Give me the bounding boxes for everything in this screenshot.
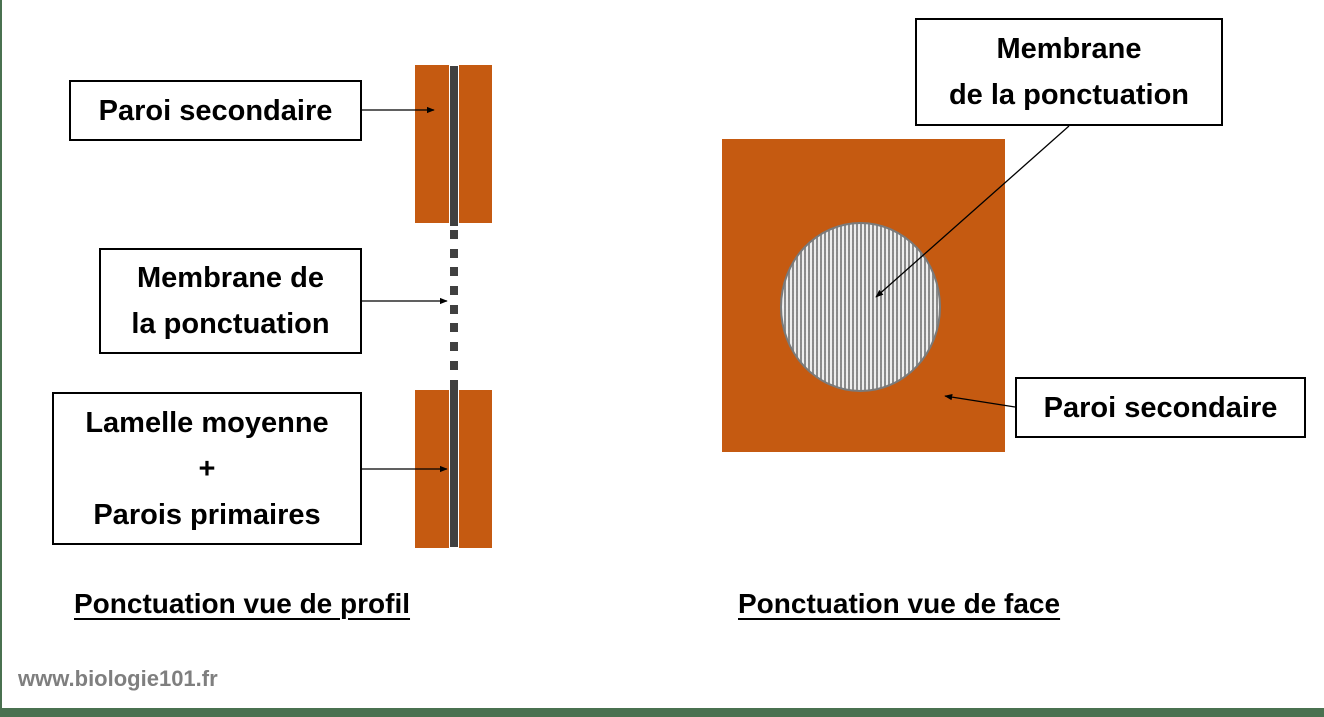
label-text-line1: Membrane <box>996 33 1142 65</box>
site-watermark: www.biologie101.fr <box>18 666 218 691</box>
membrane-dash <box>450 342 458 351</box>
membrane-dash <box>450 286 458 295</box>
label-text: Paroi secondaire <box>98 94 333 127</box>
membrane-dash <box>450 249 458 258</box>
caption-face-view: Ponctuation vue de face <box>738 588 1061 619</box>
secondary-wall-left-upper <box>415 65 449 223</box>
label-text-line1: Membrane de <box>137 262 324 294</box>
middle-lamella-lower <box>450 388 458 547</box>
frame-left-border <box>0 0 2 717</box>
secondary-wall-right-lower <box>459 390 492 548</box>
label-secondary-wall-profile: Paroi secondaire <box>69 80 362 141</box>
membrane-dash <box>450 323 458 332</box>
middle-lamella-upper <box>450 66 458 226</box>
label-text-line2: de la ponctuation <box>948 79 1190 111</box>
membrane-dash <box>450 230 458 239</box>
secondary-wall-left-lower <box>415 390 449 548</box>
label-text: Paroi secondaire <box>1043 391 1278 424</box>
membrane-dash <box>450 267 458 276</box>
label-text-line1: Lamelle moyenne <box>85 406 329 439</box>
secondary-wall-right-upper <box>459 65 492 223</box>
frame-bottom-border <box>0 708 1324 717</box>
label-text-line2: la ponctuation <box>131 308 330 340</box>
label-pit-membrane-face: Membrane de la ponctuation <box>915 18 1223 126</box>
label-pit-membrane-profile: Membrane de la ponctuation <box>99 248 362 354</box>
label-secondary-wall-face: Paroi secondaire <box>1015 377 1306 438</box>
face-pit-membrane <box>780 222 941 392</box>
membrane-dash <box>450 305 458 314</box>
label-text-line3: Parois primaires <box>93 498 321 531</box>
caption-profile-view: Ponctuation vue de profil <box>74 588 411 619</box>
membrane-dash <box>450 380 458 389</box>
membrane-dash <box>450 361 458 370</box>
label-middle-lamella-primary-walls: Lamelle moyenne + Parois primaires <box>52 392 362 545</box>
label-text-line2: + <box>198 452 216 485</box>
